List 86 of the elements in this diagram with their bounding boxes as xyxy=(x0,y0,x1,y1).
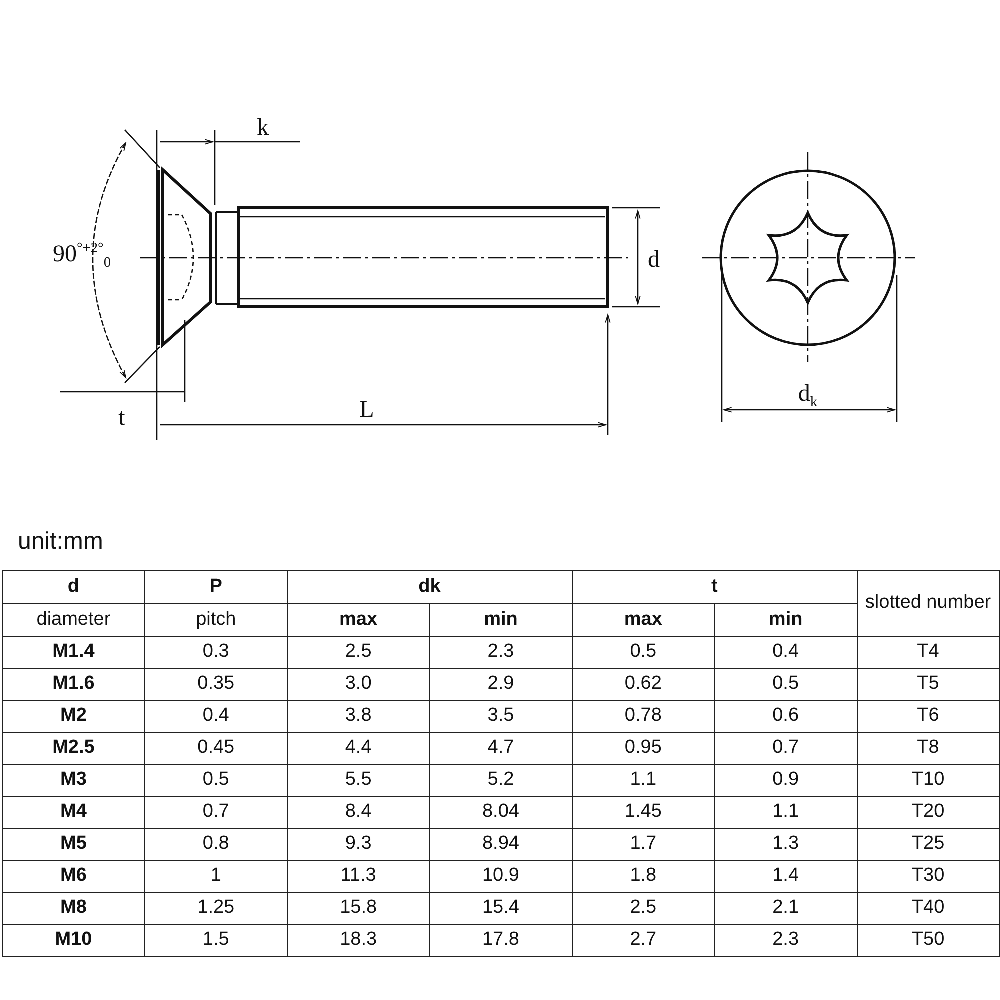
table-value: 15.4 xyxy=(430,892,572,924)
table-value: 3.8 xyxy=(287,700,430,732)
table-value: 17.8 xyxy=(430,924,572,956)
size-label: M8 xyxy=(2,892,145,924)
unit-note: unit:mm xyxy=(18,528,104,556)
table-value: 8.04 xyxy=(430,796,572,828)
table-value: 2.3 xyxy=(714,924,858,956)
table-value: 0.35 xyxy=(144,668,288,700)
column-header: dk xyxy=(287,570,572,604)
column-header: min xyxy=(430,604,572,636)
column-header: max xyxy=(287,604,430,636)
table-value: 0.9 xyxy=(714,764,858,796)
table-value: 0.95 xyxy=(572,732,715,764)
table-value: 0.4 xyxy=(714,636,858,668)
table-value: 1.1 xyxy=(572,764,715,796)
table-value: 2.1 xyxy=(714,892,858,924)
table-value: 0.5 xyxy=(572,636,715,668)
table-value: 5.2 xyxy=(430,764,572,796)
table-value: T5 xyxy=(857,668,1000,700)
table-value: 10.9 xyxy=(430,860,572,892)
column-header: max xyxy=(572,604,715,636)
table-value: 1.7 xyxy=(572,828,715,860)
table-value: 0.78 xyxy=(572,700,715,732)
table-value: T10 xyxy=(857,764,1000,796)
dimension-label: L xyxy=(360,398,374,422)
dimension-label: d xyxy=(648,248,660,272)
table-value: 3.5 xyxy=(430,700,572,732)
table-value: 3.0 xyxy=(287,668,430,700)
table-value: 4.4 xyxy=(287,732,430,764)
dimension-label: t xyxy=(118,406,126,430)
table-value: 0.45 xyxy=(144,732,288,764)
table-value: T20 xyxy=(857,796,1000,828)
table-value: 1.3 xyxy=(714,828,858,860)
table-value: T8 xyxy=(857,732,1000,764)
table-value: 0.3 xyxy=(144,636,288,668)
table-value: 11.3 xyxy=(287,860,430,892)
table-value: T40 xyxy=(857,892,1000,924)
dimension-label: d$_{k}$ xyxy=(798,382,818,410)
table-value: 1.8 xyxy=(572,860,715,892)
size-label: M2.5 xyxy=(2,732,145,764)
size-label: M1.4 xyxy=(2,636,145,668)
table-value: 0.4 xyxy=(144,700,288,732)
table-value: 2.5 xyxy=(287,636,430,668)
table-value: 0.7 xyxy=(144,796,288,828)
table-value: 4.7 xyxy=(430,732,572,764)
table-value: 5.5 xyxy=(287,764,430,796)
table-value: 8.94 xyxy=(430,828,572,860)
table-value: 2.3 xyxy=(430,636,572,668)
table-value: 0.62 xyxy=(572,668,715,700)
table-value: 1.25 xyxy=(144,892,288,924)
size-label: M10 xyxy=(2,924,145,956)
table-value: T50 xyxy=(857,924,1000,956)
table-value: 2.7 xyxy=(572,924,715,956)
column-header: t xyxy=(572,570,858,604)
size-label: M6 xyxy=(2,860,145,892)
table-value: 9.3 xyxy=(287,828,430,860)
column-header: pitch xyxy=(144,604,288,636)
table-value: 0.6 xyxy=(714,700,858,732)
size-label: M1.6 xyxy=(2,668,145,700)
table-value: T6 xyxy=(857,700,1000,732)
column-header: d xyxy=(2,570,145,604)
table-value: T25 xyxy=(857,828,1000,860)
table-value: 1.5 xyxy=(144,924,288,956)
column-header: slotted number xyxy=(857,570,1000,636)
table-value: 0.7 xyxy=(714,732,858,764)
table-value: 1.4 xyxy=(714,860,858,892)
table-value: 1 xyxy=(144,860,288,892)
size-label: M5 xyxy=(2,828,145,860)
size-label: M2 xyxy=(2,700,145,732)
table-value: 0.8 xyxy=(144,828,288,860)
table-value: 2.5 xyxy=(572,892,715,924)
table-value: 0.5 xyxy=(714,668,858,700)
table-value: 1.45 xyxy=(572,796,715,828)
column-header: diameter xyxy=(2,604,145,636)
size-label: M3 xyxy=(2,764,145,796)
table-value: 18.3 xyxy=(287,924,430,956)
size-label: M4 xyxy=(2,796,145,828)
table-value: 15.8 xyxy=(287,892,430,924)
table-value: 1.1 xyxy=(714,796,858,828)
table-value: 0.5 xyxy=(144,764,288,796)
table-value: 8.4 xyxy=(287,796,430,828)
table-value: 2.9 xyxy=(430,668,572,700)
dimension-label: k xyxy=(257,116,269,140)
column-header: P xyxy=(144,570,288,604)
table-value: T4 xyxy=(857,636,1000,668)
table-value: T30 xyxy=(857,860,1000,892)
